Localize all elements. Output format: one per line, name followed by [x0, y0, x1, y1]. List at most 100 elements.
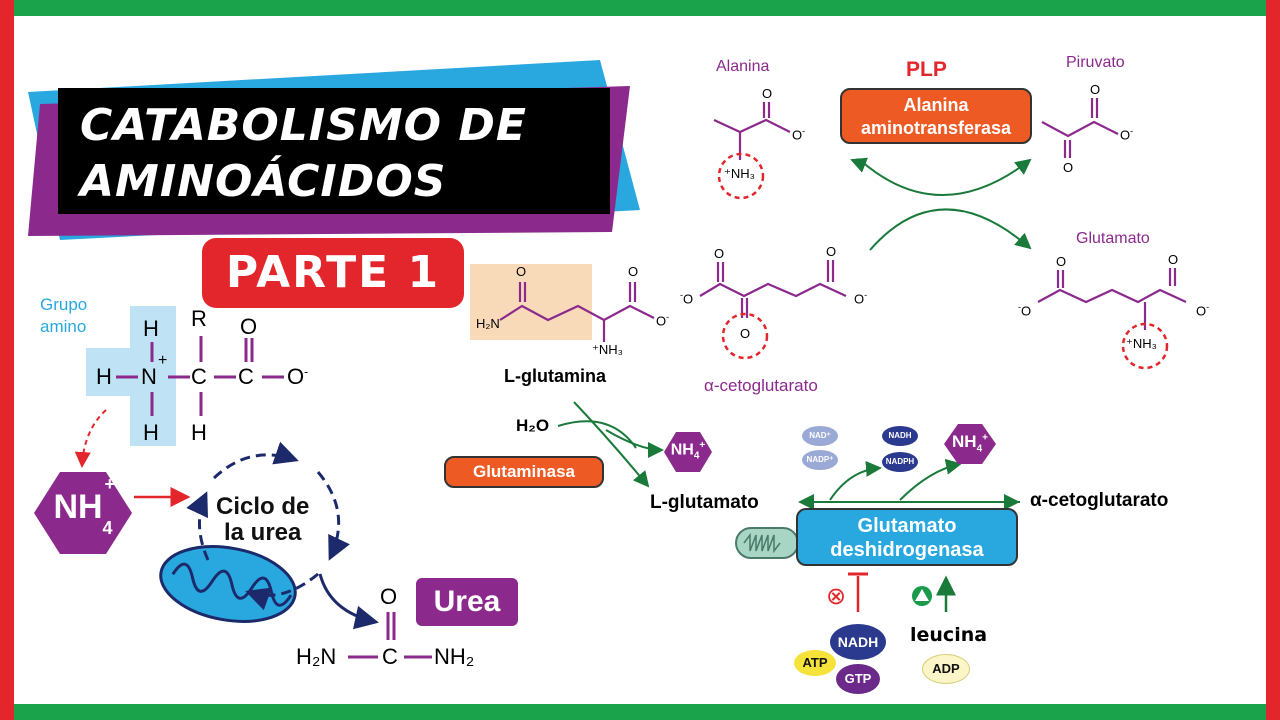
glutamato-o-minus-left: -O — [1018, 302, 1032, 319]
nadph-oval: NADPH — [882, 452, 918, 472]
atom-n: N — [141, 364, 157, 389]
akg-o-right: O — [826, 244, 837, 259]
title-line1: CATABOLISMO DE — [80, 100, 527, 151]
glutamina-o-carboxyl: O — [628, 264, 639, 279]
akg-o-keto: O — [740, 326, 751, 341]
cycle-to-urea-arrow — [318, 573, 379, 630]
nadp-oval: NADP⁺ — [802, 450, 838, 470]
alpha-kg-oxo-circle — [721, 312, 769, 360]
urea-bonds — [348, 612, 432, 659]
ammonium-hexagon-left — [34, 472, 132, 554]
ammonium-hexagon-right — [944, 424, 996, 464]
atom-n-charge: + — [158, 352, 168, 369]
inhibitor-atp: ATP — [794, 650, 836, 676]
alanina-label: Alanina — [716, 58, 770, 75]
glutamato-structure — [1037, 268, 1187, 330]
piruvato-o-minus: O- — [1120, 126, 1134, 143]
ammonium-hexagon-mid — [664, 432, 712, 472]
glutamina-to-glutamato-arrow — [573, 401, 650, 488]
alanina-structure — [713, 102, 791, 160]
ammonium-label-left: NH+4 — [53, 474, 116, 538]
amino-to-ammonium-arrow — [74, 409, 107, 468]
atom-o-minus: O- — [287, 364, 309, 389]
frame-top-border — [0, 0, 1280, 16]
urea-o-atom: O — [380, 584, 398, 609]
transamination-arrow-bottom — [869, 208, 1032, 251]
akg-o-minus-left: -O — [680, 290, 694, 307]
glutamina-h2n: H₂N — [476, 316, 500, 331]
inhibitor-gtp: GTP — [836, 664, 880, 694]
glutamina-nh3: ⁺NH₃ — [592, 342, 623, 357]
inhibition-icon: ⊗ — [826, 583, 847, 610]
frame-bottom-border — [0, 704, 1280, 720]
h2o-label: H₂O — [516, 416, 550, 435]
glutaminase-badge: Glutaminasa — [444, 456, 604, 488]
frame-left-border — [0, 0, 14, 720]
piruvato-o-top: O — [1090, 82, 1101, 97]
activation-triangle-icon — [915, 589, 929, 601]
activator-leucina: leucina — [910, 624, 988, 646]
gdh-product-label: α-cetoglutarato — [1030, 490, 1169, 511]
h2o-curve — [557, 420, 637, 449]
alanine-aminotransferase-badge: Alanina aminotransferasa — [840, 88, 1032, 144]
urea-badge: Urea — [416, 578, 518, 626]
urea-cycle-arrows — [186, 441, 350, 611]
activator-adp: ADP — [922, 654, 970, 684]
glutamato-o-right: O — [1168, 252, 1179, 267]
akg-o-left: O — [714, 246, 725, 261]
alanina-o: O — [762, 86, 773, 101]
ammonium-label-right: NH4+ — [952, 432, 988, 455]
transamination-arrow-start — [850, 157, 868, 173]
title-box: CATABOLISMO DE AMINOÁCIDOS — [58, 88, 610, 214]
alanina-amino-circle — [717, 152, 765, 200]
nad-oval: NAD⁺ — [802, 426, 838, 446]
atom-r: R — [191, 306, 207, 331]
l-glutamina-label: L-glutamina — [504, 366, 606, 386]
amide-highlight — [470, 264, 592, 340]
alpha-kg-label: α-cetoglutarato — [704, 376, 818, 395]
mitochondrion-small-icon — [735, 527, 799, 559]
urea-c-atom: C — [382, 644, 398, 669]
atom-h-top: H — [143, 316, 159, 341]
glutamate-dehydrogenase-badge: Glutamato deshidrogenasa — [796, 508, 1018, 566]
glutamato-o-left: O — [1056, 254, 1067, 269]
title-line2: AMINOÁCIDOS — [80, 156, 447, 207]
glutaminase-ammonium-arrow — [605, 429, 664, 458]
nadh-oval-top: NADH — [882, 426, 918, 446]
glutamato-o-minus-right: O- — [1196, 302, 1210, 319]
transamination-arrow-top — [859, 158, 1032, 196]
glutamato-nh3: ⁺NH₃ — [1126, 336, 1157, 351]
amino-group-label: Grupo amino — [40, 295, 88, 336]
atom-h-bottom: H — [143, 420, 159, 445]
urea-nh2: NH₂ — [434, 644, 475, 669]
alanina-nh3: ⁺NH₃ — [724, 166, 755, 181]
cofactor-arrow-right — [899, 458, 962, 501]
atom-h-left: H — [96, 364, 112, 389]
ammonium-label-mid: NH4+ — [670, 440, 706, 462]
urea-h2n: H₂N — [296, 644, 337, 669]
l-glutamina-structure — [499, 282, 655, 342]
glutamina-o-amide: O — [516, 264, 527, 279]
atom-c-alpha: C — [191, 364, 207, 389]
inhibitor-nadh: NADH — [830, 624, 886, 660]
piruvato-structure — [1041, 98, 1119, 158]
cofactor-arrow-left — [829, 460, 882, 501]
mitochondrion-icon — [159, 545, 297, 623]
glutamato-label: Glutamato — [1076, 230, 1150, 247]
frame-right-border — [1266, 0, 1280, 720]
plp-label: PLP — [906, 58, 947, 81]
part-badge: PARTE 1 — [202, 238, 464, 308]
amino-acid-bonds — [116, 336, 284, 416]
alpha-kg-structure — [699, 260, 847, 318]
atom-c-carboxyl: C — [238, 364, 254, 389]
akg-o-minus-right: O- — [854, 290, 868, 307]
l-glutamato-label: L-glutamato — [650, 492, 759, 513]
urea-cycle-label: Ciclo de la urea — [216, 493, 310, 546]
piruvato-label: Piruvato — [1066, 54, 1125, 71]
atom-h-alpha: H — [191, 420, 207, 445]
alanina-o-minus: O- — [792, 126, 806, 143]
atom-o-double: O — [240, 314, 258, 339]
glutamina-o-minus: O- — [656, 312, 670, 329]
glutamato-amino-circle — [1121, 322, 1169, 370]
